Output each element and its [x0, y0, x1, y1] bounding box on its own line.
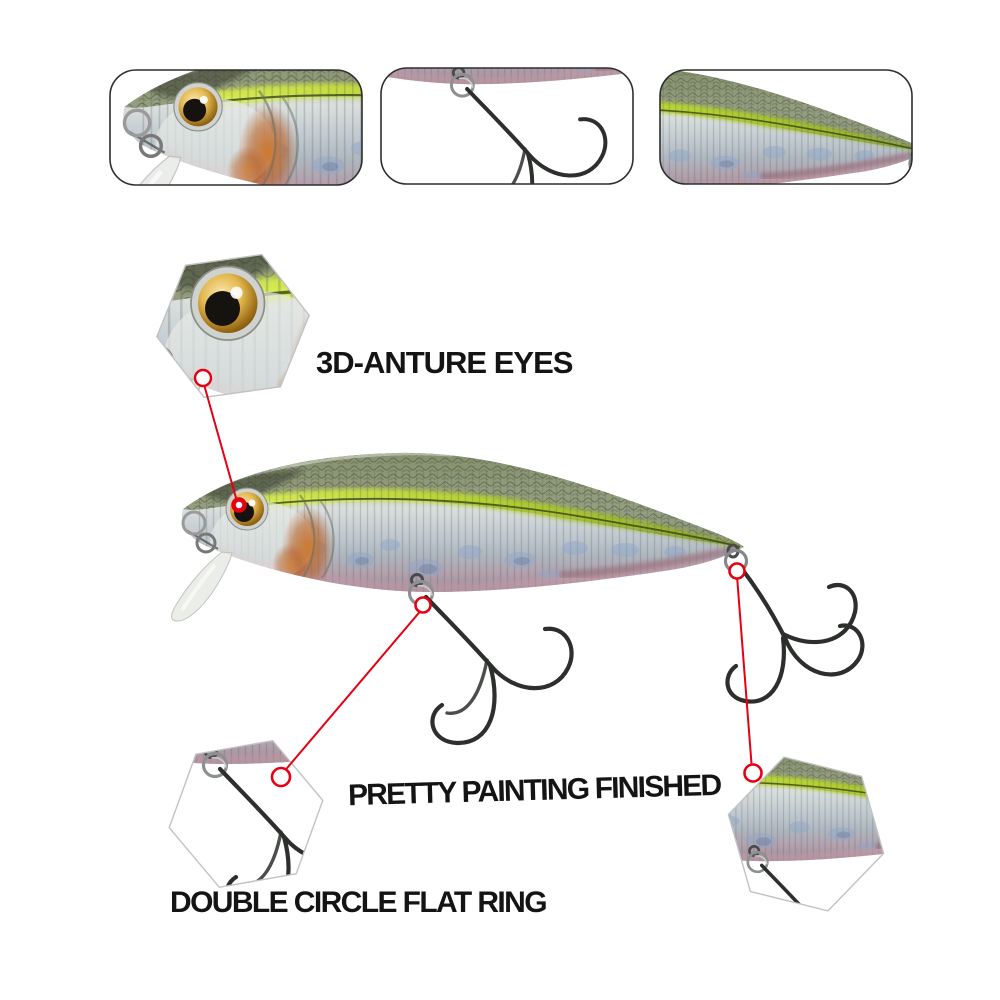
hexagon-hook-callout	[168, 739, 324, 889]
connector-line-paint	[736, 575, 753, 771]
eyes-feature-label: 3D-ANTURE EYES	[316, 345, 573, 380]
connector-dot-eye	[231, 497, 247, 513]
connector-dot-hex-body	[743, 763, 763, 783]
connector-line-eye	[202, 380, 239, 506]
thumbnail-strip	[109, 67, 913, 186]
connector-dot-hex-eye	[193, 368, 213, 388]
thumbnail-head-detail	[109, 69, 363, 186]
thumbnail-tail-body-detail	[659, 69, 913, 185]
callout-connectors	[193, 368, 763, 788]
connector-line-ring	[281, 607, 424, 775]
hexagon-body-callout	[727, 756, 885, 912]
connector-dot-tail-ring	[728, 562, 746, 580]
main-lure-image	[172, 453, 863, 743]
ring-feature-label: DOUBLE CIRCLE FLAT RING	[170, 886, 548, 919]
thumbnail-belly-hook-detail	[380, 67, 634, 185]
connector-dot-hex-hook	[270, 766, 292, 788]
connector-dot-belly-ring	[414, 596, 432, 614]
hexagon-eye-callout	[155, 253, 311, 399]
